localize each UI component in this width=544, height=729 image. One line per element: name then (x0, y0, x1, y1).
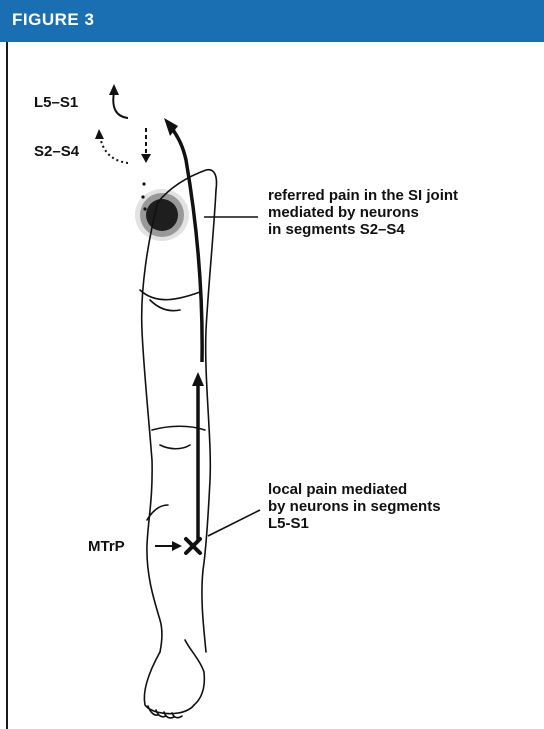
mtrp-pointer-arrowhead-icon (172, 541, 182, 551)
local-pain-leader-line (208, 510, 260, 536)
ascending-arrow-thigh (172, 128, 202, 362)
referred-line-3: in segments S2–S4 (268, 221, 458, 238)
leg-outline (140, 170, 217, 718)
mtrp-x-marker (186, 539, 200, 553)
label-s2-s4: S2–S4 (34, 143, 79, 161)
l5s1-curve-arrow (113, 92, 128, 118)
descending-arrowhead-icon (141, 154, 151, 163)
local-pain-annotation: local pain mediated by neurons in segmen… (268, 481, 441, 532)
referred-line-1: referred pain in the SI joint (268, 187, 458, 204)
si-joint-pain-zone (135, 189, 189, 241)
s2s4-arrowhead-icon (95, 129, 104, 139)
referred-pain-annotation: referred pain in the SI joint mediated b… (268, 187, 458, 238)
s2s4-dotted-curve-arrow (100, 136, 128, 163)
local-line-1: local pain mediated (268, 481, 441, 498)
ascending-arrowhead-calf-icon (192, 372, 204, 386)
local-line-3: L5-S1 (268, 515, 441, 532)
l5s1-arrowhead-icon (109, 84, 119, 95)
label-mtrp: MTrP (88, 538, 125, 556)
referred-line-2: mediated by neurons (268, 204, 458, 221)
local-line-2: by neurons in segments (268, 498, 441, 515)
label-l5-s1: L5–S1 (34, 94, 78, 112)
